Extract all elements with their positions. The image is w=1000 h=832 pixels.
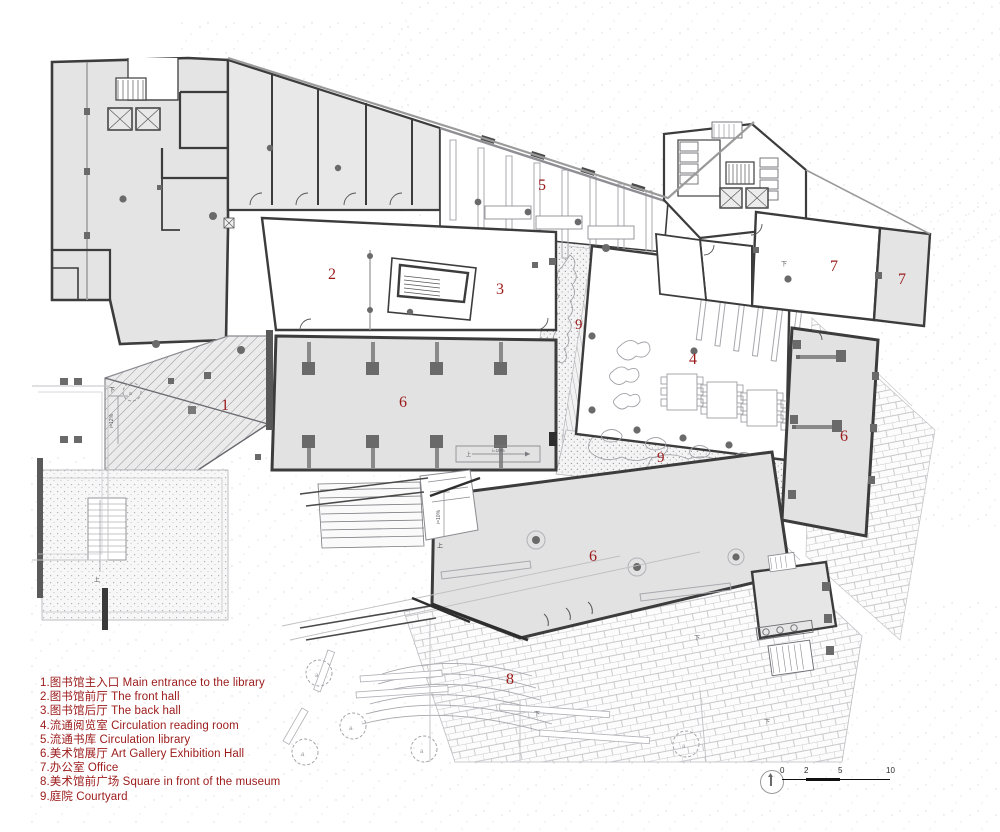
courtyard-lower <box>555 429 793 501</box>
svg-text:上: 上 <box>437 542 443 550</box>
room-label-8: 8 <box>506 671 514 688</box>
gallery-west: i=10% 上 <box>270 334 558 472</box>
circulation-reading-room <box>574 244 824 466</box>
room-label-7-a: 7 <box>830 258 838 275</box>
svg-text:a: a <box>129 391 132 397</box>
svg-text:下: 下 <box>781 261 787 268</box>
svg-text:i=10%: i=10% <box>492 448 505 453</box>
scale-tick-0: 0 <box>780 766 785 775</box>
site-stipple-bottom-right <box>430 600 1000 830</box>
scale-bar: 0 2 5 10 <box>780 766 900 784</box>
room-label-4: 4 <box>689 351 697 368</box>
legend: 1.图书馆主入口 Main entrance to the library 2.… <box>40 676 280 804</box>
room-label-5: 5 <box>538 177 546 194</box>
west-wall-markers <box>60 378 82 443</box>
main-entrance-ramp: 下 i=12% a <box>104 330 273 471</box>
room-label-7-b: 7 <box>898 271 906 288</box>
legend-item-2: 2.图书馆前厅 The front hall <box>40 691 180 704</box>
svg-text:i=12%: i=12% <box>109 413 115 428</box>
room-label-9-upper: 9 <box>575 317 583 333</box>
legend-item-1: 1.图书馆主入口 Main entrance to the library <box>40 677 265 689</box>
svg-text:i=10%: i=10% <box>436 509 442 524</box>
room-label-1: 1 <box>221 397 229 414</box>
misc-markers <box>74 212 261 460</box>
room-label-2: 2 <box>328 266 336 283</box>
site-stipple-upper-left <box>180 20 410 140</box>
scale-tick-2: 2 <box>804 766 809 775</box>
scale-seg-5-10 <box>840 778 890 780</box>
legend-item-9: 9.庭院 Courtyard <box>40 790 128 803</box>
room-label-3: 3 <box>496 281 504 298</box>
scale-tick-5: 5 <box>838 766 843 775</box>
scale-seg-0-2 <box>782 778 806 780</box>
legend-item-8: 8.美术馆前广场 Square in front of the museum <box>40 776 281 789</box>
scale-tick-10: 10 <box>886 766 895 775</box>
room-label-6-west: 6 <box>399 394 407 411</box>
north-arrow-icon <box>760 770 784 794</box>
scale-seg-2-5 <box>806 778 840 781</box>
room-label-6-south: 6 <box>589 548 597 565</box>
legend-item-3: 3.图书馆后厅 The back hall <box>40 705 181 718</box>
legend-item-6: 6.美术馆展厅 Art Gallery Exhibition Hall <box>40 748 245 761</box>
svg-text:下: 下 <box>109 387 115 394</box>
gallery-east <box>780 326 880 538</box>
legend-item-5: 5.流通书库 Circulation library <box>40 733 191 746</box>
courtyard-upper <box>519 231 613 471</box>
room-label-6-east: 6 <box>840 428 848 445</box>
legend-item-4: 4.流通阅览室 Circulation reading room <box>40 719 239 732</box>
site-stipple-right <box>880 200 1000 530</box>
room-label-9-lower: 9 <box>657 450 665 466</box>
legend-item-7: 7.办公室 Office <box>40 762 119 775</box>
svg-text:上: 上 <box>466 451 471 458</box>
